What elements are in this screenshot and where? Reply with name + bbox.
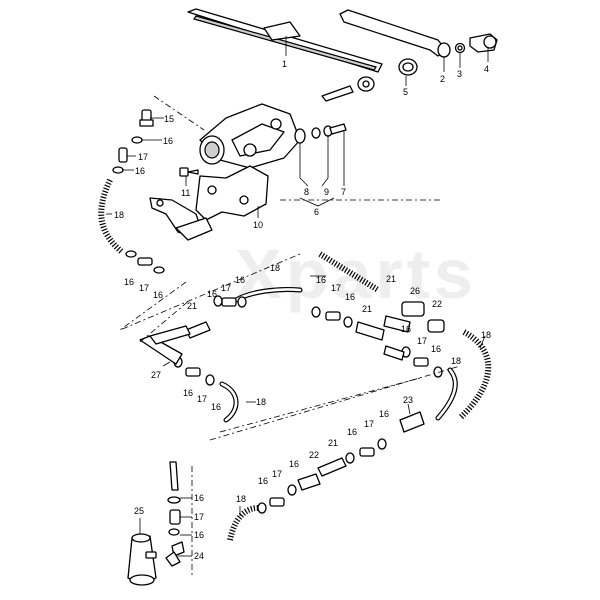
leader-lines: [106, 36, 489, 557]
callout-17: 17: [139, 283, 149, 293]
callout-18: 18: [481, 330, 491, 340]
callout-15: 15: [164, 114, 174, 124]
callout-23: 23: [403, 395, 413, 405]
wiper-spindle-nut: [357, 76, 375, 92]
callout-22: 22: [432, 299, 442, 309]
callout-26: 26: [410, 286, 420, 296]
bracket-bolt: [179, 167, 199, 177]
callout-4: 4: [484, 64, 489, 74]
callout-17: 17: [221, 283, 231, 293]
callout-21: 21: [386, 274, 396, 284]
callout-16: 16: [401, 324, 411, 334]
callout-16: 16: [153, 290, 163, 300]
hose-left-lower: [219, 381, 239, 423]
hose-bottom: [227, 505, 259, 541]
callout-16: 16: [316, 275, 326, 285]
callout-9: 9: [324, 187, 329, 197]
hose-upper-left: [98, 178, 124, 255]
nozzle-fitting: [139, 109, 154, 127]
callout-17: 17: [138, 152, 148, 162]
callout-16: 16: [135, 166, 145, 176]
callout-16: 16: [345, 292, 355, 302]
wiper-motor: [199, 103, 301, 169]
callout-16: 16: [211, 402, 221, 412]
mounting-washer: [294, 128, 306, 144]
callout-21: 21: [187, 301, 197, 311]
hose-right-long: [435, 329, 492, 421]
clip-pieces: [112, 136, 443, 514]
callout-16: 16: [183, 388, 193, 398]
callout-25: 25: [134, 506, 144, 516]
callout-16: 16: [207, 289, 217, 299]
callout-16: 16: [194, 493, 204, 503]
callout-16: 16: [194, 530, 204, 540]
callout-16: 16: [124, 277, 134, 287]
check-valves: [297, 315, 425, 491]
callout-22: 22: [309, 450, 319, 460]
wiper-arm: [339, 9, 451, 58]
seal-grommet: [398, 58, 418, 76]
callout-6: 6: [314, 207, 319, 217]
callout-17: 17: [364, 419, 374, 429]
callout-11: 11: [181, 188, 190, 198]
motor-bracket: [149, 165, 269, 241]
connection-guide-lines: [119, 95, 461, 576]
callout-18: 18: [114, 210, 124, 220]
callout-27: 27: [151, 370, 161, 380]
callout-3: 3: [457, 69, 462, 79]
y-piece: [139, 325, 191, 365]
callout-18: 18: [256, 397, 266, 407]
callout-16: 16: [258, 476, 268, 486]
callout-18: 18: [236, 494, 246, 504]
callout-16: 16: [163, 136, 173, 146]
callout-16: 16: [235, 275, 245, 285]
callout-1: 1: [282, 59, 287, 69]
arm-cap: [469, 33, 498, 53]
reservoir-line: [165, 461, 181, 567]
callout-16: 16: [379, 409, 389, 419]
washer-pump: [127, 533, 157, 586]
callout-16: 16: [289, 459, 299, 469]
callout-2: 2: [440, 74, 445, 84]
callout-10: 10: [253, 220, 263, 230]
callout-17: 17: [197, 394, 207, 404]
callout-17: 17: [331, 283, 341, 293]
arm-nut: [454, 42, 466, 54]
callout-24: 24: [194, 551, 204, 561]
callout-21: 21: [362, 304, 372, 314]
callout-8: 8: [304, 187, 309, 197]
callout-17: 17: [417, 336, 427, 346]
callout-21: 21: [328, 438, 338, 448]
callout-18: 18: [270, 263, 280, 273]
callout-16: 16: [431, 344, 441, 354]
callout-5: 5: [403, 87, 408, 97]
callout-18: 18: [451, 356, 461, 366]
hose-connectors: [401, 301, 445, 333]
wiper-spindle: [321, 85, 354, 102]
callout-17: 17: [272, 469, 282, 479]
callout-16: 16: [347, 427, 357, 437]
callout-7: 7: [341, 187, 346, 197]
t-connectors: [171, 321, 405, 557]
mounting-bolt: [311, 123, 347, 139]
callout-17: 17: [194, 512, 204, 522]
callout-labels: 1 2 3 4 5 15 16 17 16 11 10 8 9 7 6 18 1…: [114, 59, 491, 561]
wiper-blade: [187, 8, 383, 73]
